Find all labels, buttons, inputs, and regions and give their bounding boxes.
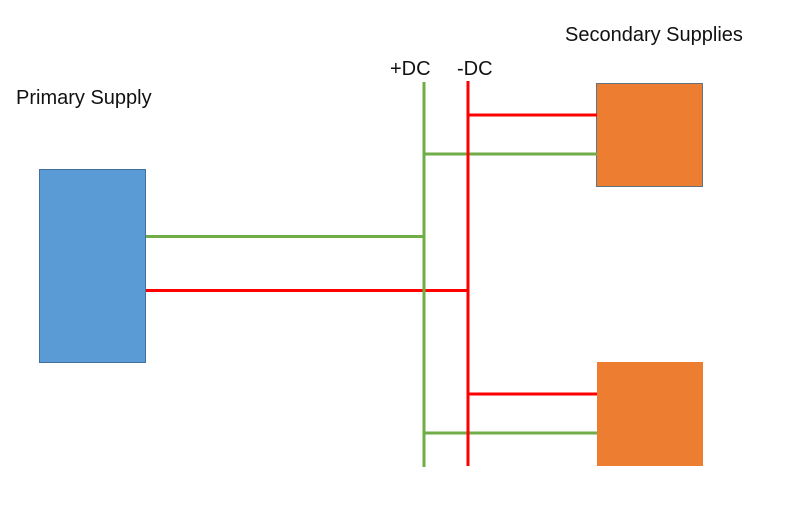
plus-dc-label: +DC (390, 58, 431, 80)
primary-supply-label: Primary Supply (16, 87, 152, 109)
secondary-supply-2-block (597, 362, 703, 466)
secondary-supplies-label: Secondary Supplies (565, 24, 743, 46)
minus-dc-label: -DC (457, 58, 493, 80)
primary-supply-block (39, 169, 146, 363)
secondary-supply-1-block (596, 83, 703, 187)
